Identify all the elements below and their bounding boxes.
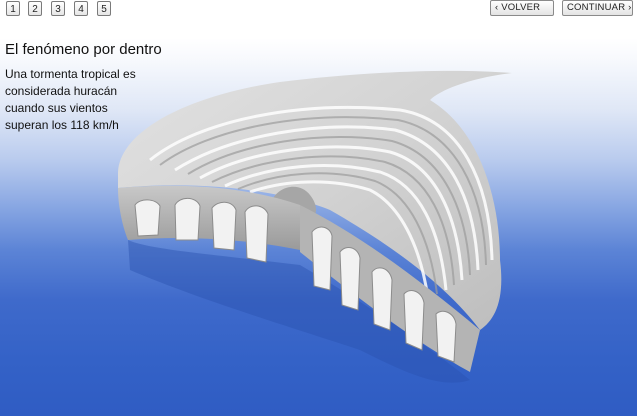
description-line: considerada huracán xyxy=(5,84,118,98)
description-line: Una tormenta tropical es xyxy=(5,67,136,81)
page-button-2[interactable]: 2 xyxy=(28,1,42,16)
next-button[interactable]: CONTINUAR › xyxy=(562,0,633,16)
storm-shadow xyxy=(128,240,470,383)
back-button[interactable]: ‹ VOLVER xyxy=(490,0,554,16)
page-button-5[interactable]: 5 xyxy=(97,1,111,16)
page-button-1[interactable]: 1 xyxy=(6,1,20,16)
page-button-3[interactable]: 3 xyxy=(51,1,65,16)
page-button-4[interactable]: 4 xyxy=(74,1,88,16)
page-title: El fenómeno por dentro xyxy=(5,41,162,58)
description: Una tormenta tropical es considerada hur… xyxy=(5,66,175,134)
description-line: cuando sus vientos xyxy=(5,101,108,115)
top-toolbar xyxy=(0,0,637,20)
cloud-towers xyxy=(134,197,457,363)
description-line: superan los 118 km/h xyxy=(5,118,119,132)
spiral-bands xyxy=(149,105,494,299)
